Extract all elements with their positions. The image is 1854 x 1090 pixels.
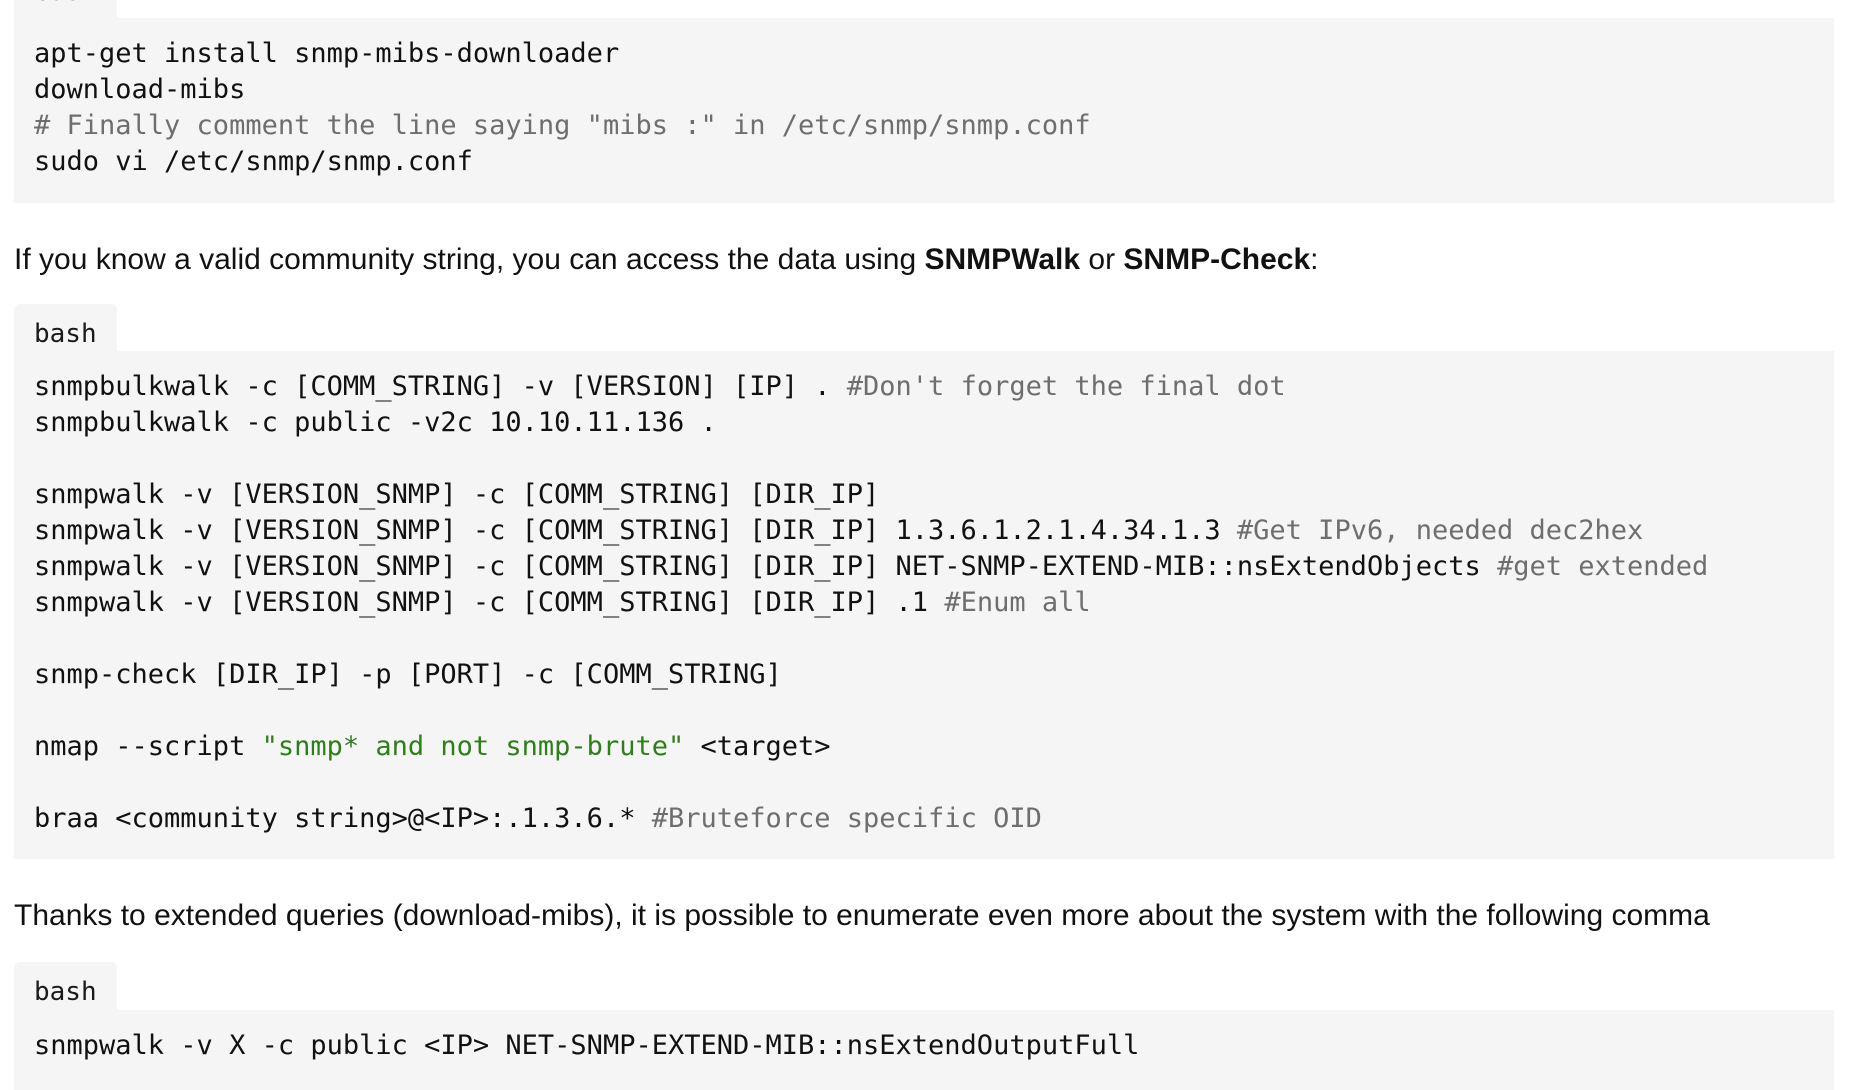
code-comment: #Bruteforce specific OID	[651, 803, 1042, 834]
code-language-label: bash	[14, 962, 117, 1018]
code-text: sudo vi /etc/snmp/snmp.conf	[34, 146, 473, 177]
paragraph-text: If you know a valid community string, yo…	[14, 243, 925, 276]
code-text: snmpwalk -v [VERSION_SNMP] -c [COMM_STRI…	[34, 551, 1497, 582]
code-comment: #get extended	[1496, 551, 1709, 582]
code-language-label: bash	[14, 0, 117, 18]
paragraph-text: :	[1310, 243, 1319, 276]
code-line: nmap --script "snmp* and not snmp-brute"…	[34, 729, 1814, 765]
tool-name-snmpwalk: SNMPWalk	[924, 243, 1081, 276]
code-text: nmap --script	[34, 731, 262, 762]
code-line	[34, 693, 1814, 729]
code-text: snmpwalk -v X -c public <IP> NET-SNMP-EX…	[34, 1030, 1140, 1061]
code-line: braa <community string>@<IP>:.1.3.6.* #B…	[34, 801, 1814, 837]
tool-name-snmp-check: SNMP-Check	[1123, 243, 1311, 276]
code-line	[34, 441, 1814, 477]
code-line: snmp-check [DIR_IP] -p [PORT] -c [COMM_S…	[34, 657, 1814, 693]
paragraph-extended-queries: Thanks to extended queries (download-mib…	[14, 899, 1710, 932]
code-line: snmpwalk -v X -c public <IP> NET-SNMP-EX…	[34, 1028, 1814, 1064]
code-language-label: bash	[14, 304, 117, 360]
code-line	[34, 621, 1814, 657]
code-text: snmpwalk -v [VERSION_SNMP] -c [COMM_STRI…	[34, 587, 945, 618]
code-line: snmpwalk -v [VERSION_SNMP] -c [COMM_STRI…	[34, 513, 1814, 549]
code-line: sudo vi /etc/snmp/snmp.conf	[34, 144, 1814, 180]
code-line: snmpbulkwalk -c [COMM_STRING] -v [VERSIO…	[34, 369, 1814, 405]
code-comment: #Enum all	[944, 587, 1091, 618]
code-string: "snmp* and not snmp-brute"	[261, 731, 685, 762]
code-text: snmpwalk -v [VERSION_SNMP] -c [COMM_STRI…	[34, 479, 880, 510]
code-block-extend-output[interactable]: snmpwalk -v X -c public <IP> NET-SNMP-EX…	[14, 1010, 1834, 1090]
code-text: snmpwalk -v [VERSION_SNMP] -c [COMM_STRI…	[34, 515, 1237, 546]
code-line: snmpbulkwalk -c public -v2c 10.10.11.136…	[34, 405, 1814, 441]
code-line	[34, 765, 1814, 801]
code-text: download-mibs	[34, 74, 246, 105]
code-comment: #Get IPv6, needed dec2hex	[1236, 515, 1644, 546]
code-line: snmpwalk -v [VERSION_SNMP] -c [COMM_STRI…	[34, 549, 1814, 585]
code-text: apt-get install snmp-mibs-downloader	[34, 38, 620, 69]
paragraph-text: or	[1080, 243, 1124, 276]
code-block-mibs-install[interactable]: apt-get install snmp-mibs-downloader down…	[14, 18, 1834, 203]
code-text: snmpbulkwalk -c [COMM_STRING] -v [VERSIO…	[34, 371, 847, 402]
code-text: braa <community string>@<IP>:.1.3.6.*	[34, 803, 652, 834]
code-line: download-mibs	[34, 72, 1814, 108]
code-line: # Finally comment the line saying "mibs …	[34, 108, 1814, 144]
code-line: snmpwalk -v [VERSION_SNMP] -c [COMM_STRI…	[34, 585, 1814, 621]
code-block-snmpwalk-commands[interactable]: snmpbulkwalk -c [COMM_STRING] -v [VERSIO…	[14, 351, 1834, 859]
code-comment: #Don't forget the final dot	[846, 371, 1286, 402]
code-line: apt-get install snmp-mibs-downloader	[34, 36, 1814, 72]
code-text: snmp-check [DIR_IP] -p [PORT] -c [COMM_S…	[34, 659, 782, 690]
code-line: snmpwalk -v [VERSION_SNMP] -c [COMM_STRI…	[34, 477, 1814, 513]
code-comment: # Finally comment the line saying "mibs …	[34, 110, 1091, 141]
paragraph-community-string: If you know a valid community string, yo…	[14, 240, 1854, 280]
code-text: snmpbulkwalk -c public -v2c 10.10.11.136…	[34, 407, 717, 438]
code-text: <target>	[684, 731, 831, 762]
